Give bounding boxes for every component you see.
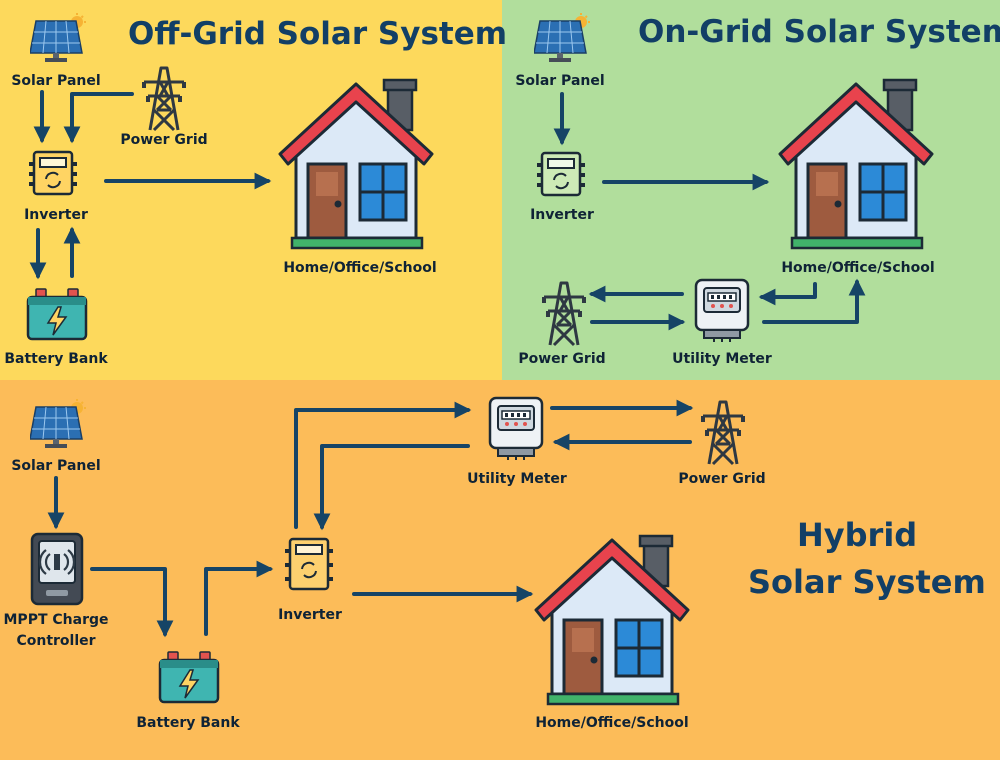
- hybrid-title-line1: Hybrid: [797, 516, 918, 554]
- hybrid-solar-panel-label: Solar Panel: [11, 458, 101, 474]
- utility-meter-icon: [694, 278, 750, 342]
- power-grid-icon: [142, 66, 186, 132]
- ongrid-home-label: Home/Office/School: [781, 260, 935, 276]
- inverter-icon: [285, 537, 333, 591]
- offgrid-solar-panel-label: Solar Panel: [11, 73, 101, 89]
- arrow-hybrid-inverter-to-meter: [294, 401, 472, 529]
- ongrid-title: On-Grid Solar System: [638, 14, 1000, 50]
- hybrid-mppt-label-line1: MPPT Charge: [3, 612, 109, 628]
- offgrid-battery-bank-label: Battery Bank: [4, 351, 108, 367]
- power-grid-icon: [701, 400, 745, 466]
- power-grid-icon: [542, 281, 586, 347]
- house-icon: [778, 78, 934, 250]
- hybrid-title-line2: Solar System: [748, 563, 986, 601]
- ongrid-inverter-label: Inverter: [530, 207, 594, 223]
- offgrid-title: Off-Grid Solar System: [128, 16, 508, 52]
- ongrid-power-grid-label: Power Grid: [518, 351, 606, 367]
- hybrid-inverter-label: Inverter: [278, 607, 342, 623]
- utility-meter-icon: [488, 396, 544, 460]
- house-icon: [534, 534, 690, 706]
- inverter-icon: [29, 150, 77, 196]
- offgrid-power-grid-label: Power Grid: [120, 132, 208, 148]
- inverter-icon: [537, 151, 585, 197]
- mppt-controller-icon: [30, 532, 84, 606]
- ongrid-solar-panel-label: Solar Panel: [515, 73, 605, 89]
- house-icon: [278, 78, 434, 250]
- arrow-ongrid-meter-to-home: [762, 278, 866, 324]
- hybrid-home-label: Home/Office/School: [535, 715, 689, 731]
- arrow-ongrid-home-to-meter: [758, 282, 817, 306]
- hybrid-utility-meter-label: Utility Meter: [467, 471, 567, 487]
- ongrid-utility-meter-label: Utility Meter: [672, 351, 772, 367]
- solar-panel-icon: [534, 13, 590, 62]
- hybrid-battery-bank-label: Battery Bank: [136, 715, 240, 731]
- offgrid-inverter-label: Inverter: [24, 207, 88, 223]
- battery-icon: [158, 651, 220, 704]
- battery-icon: [26, 288, 88, 341]
- hybrid-mppt-label-line2: Controller: [16, 633, 96, 649]
- offgrid-home-label: Home/Office/School: [283, 260, 437, 276]
- solar-panel-icon: [30, 13, 86, 62]
- solar-panel-icon: [30, 399, 86, 448]
- arrow-offgrid-grid-to-inverter: [63, 92, 134, 144]
- arrow-hybrid-meter-to-inverter: [313, 444, 470, 531]
- arrow-hybrid-battery-to-inverter: [204, 560, 274, 636]
- hybrid-power-grid-label: Power Grid: [678, 471, 766, 487]
- arrow-hybrid-mppt-to-battery: [90, 567, 174, 638]
